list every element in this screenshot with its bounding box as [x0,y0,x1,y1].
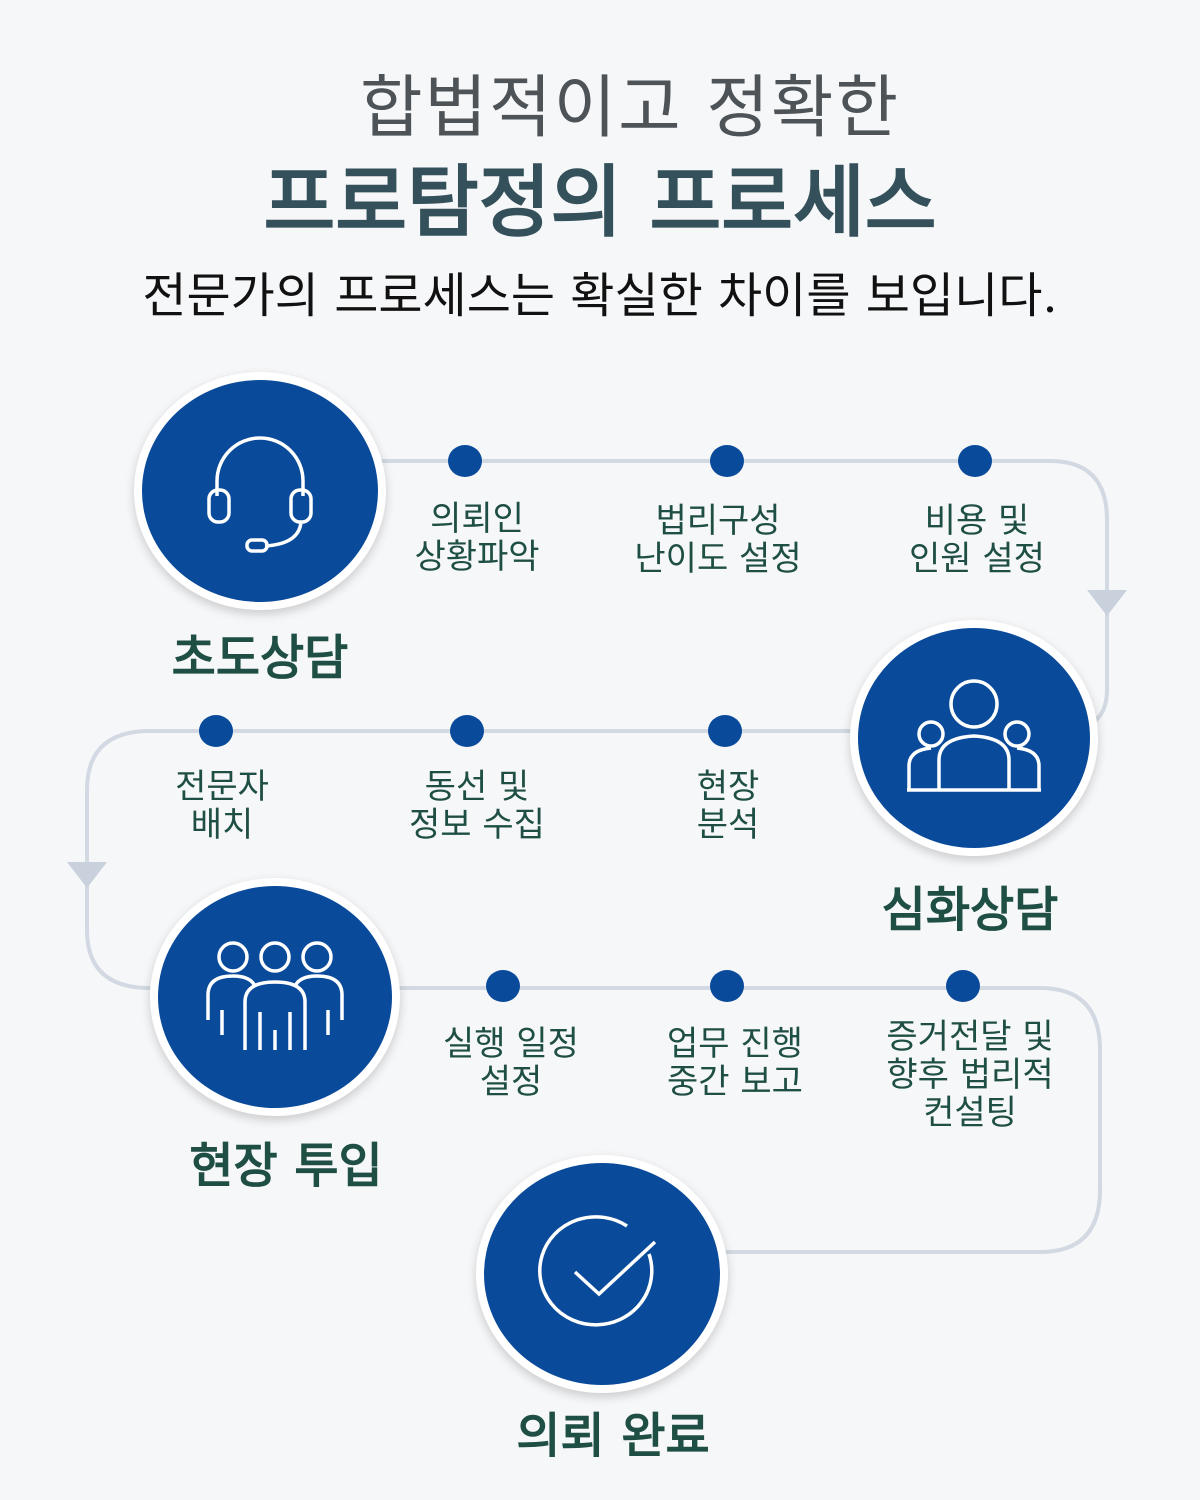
dot [710,970,744,1002]
step-circle-field [150,878,400,1116]
dot [450,715,484,747]
dot [199,715,233,747]
dot [708,715,742,747]
headset-icon [207,436,313,553]
dot [710,445,744,477]
step-title: 현장 투입 [189,1138,383,1194]
step-circle-deep-consult [850,620,1098,856]
check-circle-icon [538,1215,657,1327]
header-line1: 합법적이고 정확한 [359,69,901,148]
arrow-down-icon [67,862,107,888]
subtitle: 전문가의 프로세스는 확실한 차이를 보입니다. [142,268,1058,324]
path-row3 [390,986,1102,1254]
step-title: 심화상담 [881,882,1059,938]
timeline-dots [199,445,992,1002]
step-title: 초도상담 [171,630,349,686]
step-circle-consult [134,372,386,610]
path-row2 [85,729,860,990]
team-icon [206,940,344,1050]
dot [958,445,992,477]
dot [448,445,482,477]
dot [486,970,520,1002]
step-title: 의뢰 완료 [516,1408,710,1464]
arrow-down-icon [1087,590,1127,616]
page-title: 프로탐정의 프로세스 [263,158,937,248]
group-icon [907,679,1041,792]
dot [946,970,980,1002]
step-circle-complete [476,1155,728,1393]
